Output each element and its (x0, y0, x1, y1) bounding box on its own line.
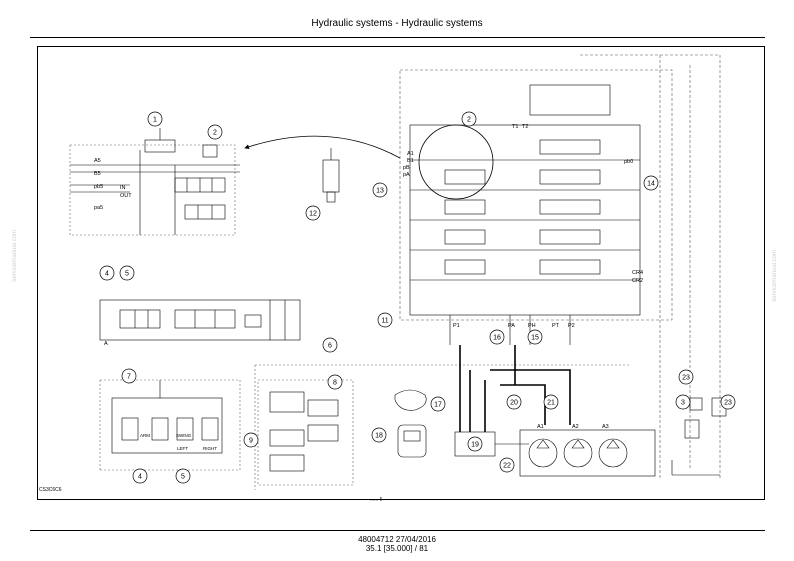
callout-4b: 4 (132, 468, 148, 484)
svg-text:20: 20 (510, 400, 518, 407)
svg-text:7: 7 (127, 374, 131, 381)
port-label-a1: A1 (407, 151, 414, 157)
callout-21: 21 (543, 394, 559, 410)
callout-23b: 23 (720, 394, 736, 410)
port-label-a5: A5 (94, 158, 101, 164)
callout-18: 18 (371, 427, 387, 443)
svg-text:17: 17 (434, 402, 442, 409)
port-label-cr2: CR2 (632, 278, 643, 284)
port-label-pb: pB (403, 165, 410, 171)
port-label-b5: B5 (94, 171, 101, 177)
svg-text:1: 1 (153, 117, 157, 124)
svg-text:3: 3 (681, 400, 685, 407)
svg-text:23: 23 (724, 400, 732, 407)
svg-text:19: 19 (471, 442, 479, 449)
svg-text:21: 21 (547, 400, 555, 407)
port-label-in: IN (120, 185, 126, 191)
port-label-t2: T2 (522, 124, 528, 130)
callout-5: 5 (119, 265, 135, 281)
callout-14: 14 (643, 175, 659, 191)
callout-16: 16 (489, 329, 505, 345)
svg-text:13: 13 (376, 188, 384, 195)
callout-17: 17 (430, 396, 446, 412)
bank-label-a: A (104, 341, 108, 347)
svg-text:16: 16 (493, 335, 501, 342)
port-label-ph: PH (528, 323, 536, 329)
boom-valve-group (69, 128, 240, 236)
port-label-pb5: pb5 (94, 184, 103, 190)
svg-text:2: 2 (213, 130, 217, 137)
svg-text:11: 11 (381, 318, 388, 325)
svg-text:5: 5 (125, 271, 129, 278)
pedal-17 (394, 389, 427, 411)
page-header: Hydraulic systems - Hydraulic systems (311, 18, 483, 29)
joystick-label-left: LEFT (177, 446, 188, 451)
port-label-pa: pA (403, 172, 410, 178)
port-label-cr4: CR4 (632, 270, 643, 276)
svg-text:4: 4 (105, 271, 109, 278)
callout-2b: 2 (461, 111, 477, 127)
callout-13: 13 (372, 182, 388, 198)
svg-text:14: 14 (647, 181, 655, 188)
filter-3 (684, 419, 700, 439)
svg-text:5: 5 (181, 474, 185, 481)
joystick-label-swing: SWING (176, 433, 192, 438)
svg-text:12: 12 (309, 211, 317, 218)
diagram-frame (37, 46, 765, 500)
pilot-valve-bank (99, 299, 301, 341)
pump-label-a3: A3 (602, 424, 609, 430)
joystick-label-right: RIGHT (203, 446, 217, 451)
callout-8: 8 (327, 374, 343, 390)
port-label-p1: P1 (453, 323, 460, 329)
svg-text:22: 22 (503, 463, 511, 470)
callout-3: 3 (675, 394, 691, 410)
svg-text:18: 18 (375, 433, 383, 440)
svg-text:9: 9 (249, 438, 253, 445)
display-18 (397, 424, 427, 458)
pump-label-a1: A1 (537, 424, 544, 430)
callout-6: 6 (322, 337, 338, 353)
svg-text:8: 8 (333, 380, 337, 387)
svg-text:2: 2 (467, 117, 471, 124)
port-label-t1: T1 (512, 124, 518, 130)
callout-22: 22 (499, 457, 515, 473)
port-label-out: OUT (120, 193, 132, 199)
callout-1: 1 (147, 111, 163, 127)
callout-19: 19 (467, 436, 483, 452)
port-label-pb0: pb0 (624, 159, 633, 165)
callout-9: 9 (243, 432, 259, 448)
svg-text:6: 6 (328, 343, 332, 350)
joystick-label-arm: ARM (140, 433, 150, 438)
pump-group-22 (495, 429, 656, 477)
header-rule (30, 37, 765, 38)
port-label-pa5: pa5 (94, 205, 103, 211)
footer-rule (30, 530, 765, 531)
port-label-b1: B1 (407, 158, 414, 164)
footer-page-ref: 35.1 [35.000] / 81 (365, 544, 429, 553)
callout-4: 4 (99, 265, 115, 281)
port-label-pt: PT (552, 323, 560, 329)
callout-15: 15 (527, 329, 543, 345)
callout-12: 12 (305, 205, 321, 221)
callout-20: 20 (506, 394, 522, 410)
callout-2: 2 (207, 124, 223, 140)
callout-23: 23 (678, 369, 694, 385)
page-mark: ...... 5 (370, 497, 383, 503)
callout-5b: 5 (175, 468, 191, 484)
port-label-p2: P2 (568, 323, 575, 329)
svg-text:15: 15 (531, 335, 539, 342)
solenoid-valve-block (254, 364, 630, 490)
callout-11: 11 (377, 312, 393, 328)
figure-code: CS3C6C6 (39, 487, 62, 493)
joystick-group (99, 379, 241, 471)
footer-doc-ref: 48004712 27/04/2016 (358, 535, 436, 544)
svg-text:4: 4 (138, 474, 142, 481)
cylinder-12 (322, 148, 340, 203)
main-control-valve (399, 69, 673, 345)
callout-7: 7 (121, 368, 137, 384)
pump-label-a2: A2 (572, 424, 579, 430)
svg-text:23: 23 (682, 375, 690, 382)
port-label-pa-bottom: PA (508, 323, 515, 329)
